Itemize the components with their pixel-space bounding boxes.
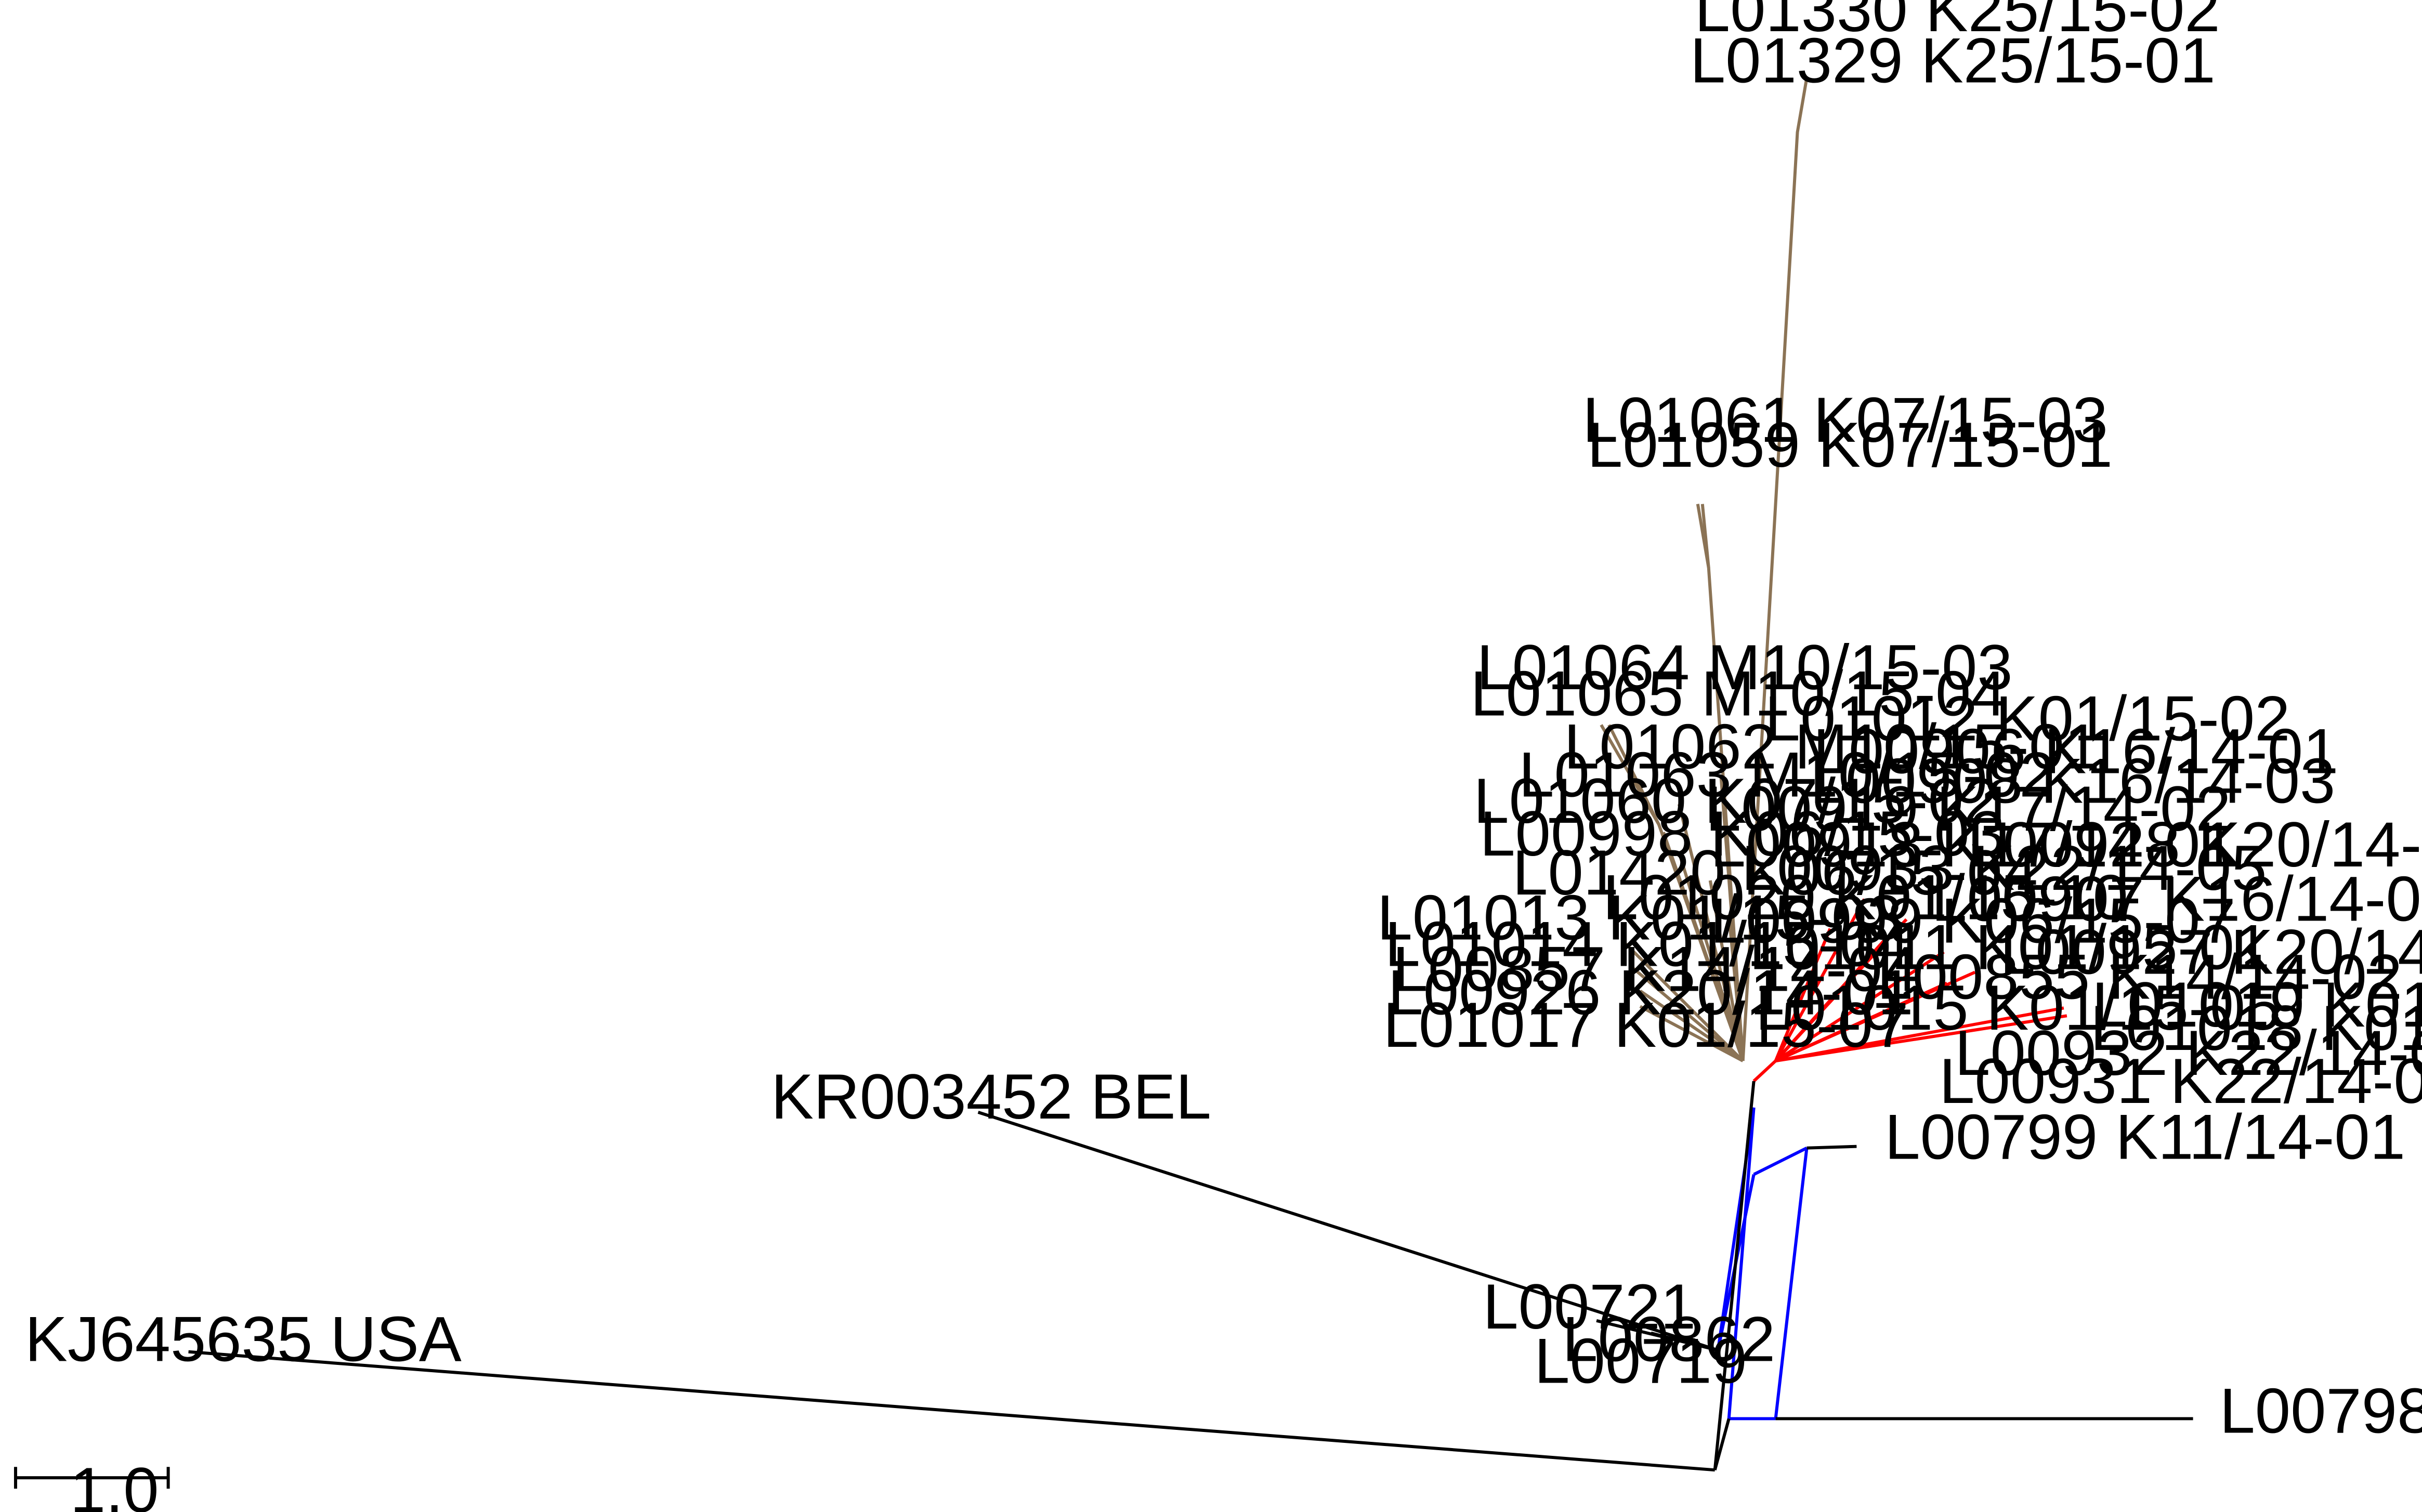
tip-label-L00906: L00906 K16/14-01	[1813, 716, 2339, 787]
branch-KR003452	[977, 1111, 1719, 1352]
tip-label-L00919: L00919 K17/14-02	[1706, 773, 2231, 845]
branch-L01015	[1775, 981, 1948, 1062]
tip-label-L01065: L01065 M10/15-04	[1470, 659, 2006, 730]
branch-L00998	[1677, 852, 1745, 1061]
branch-L01065	[1607, 724, 1660, 825]
branch-L00999	[1774, 928, 1832, 1062]
branch-blue-mid	[1727, 1107, 1756, 1419]
tip-label-L01013: L01013 K01/15-03	[1377, 883, 1903, 954]
scale-bar-label: 1.0	[70, 1455, 159, 1512]
tip-labels: L01330 K25/15-02 L01329 K25/15-01 L01061…	[25, 0, 2422, 1447]
tip-label-L01330: L01330 K25/15-02	[1695, 0, 2220, 45]
clade-red-branches	[1752, 898, 2067, 1083]
branch-KJ645635	[188, 1350, 1715, 1472]
tip-label-L00721: L00721	[1483, 1271, 1696, 1343]
branch-L01018	[1775, 1014, 2067, 1063]
tip-label-L00857: L00857 K14/14-04	[1393, 934, 1918, 1005]
tip-label-KR003452: KR003452 BEL	[771, 1061, 1211, 1133]
branch-L01014	[1631, 966, 1744, 1062]
branch-root-stem	[1713, 1081, 1756, 1470]
scale-bar	[14, 1467, 170, 1489]
tip-label-L01011: L01011 K01/15-01	[1749, 912, 2270, 983]
tip-label-L00932: L00932 K22/14-04	[1955, 1018, 2422, 1089]
tip-label-L00719: L00719	[1534, 1326, 1747, 1397]
branch-L00926	[1639, 1005, 1744, 1062]
branch-L00862	[1651, 1331, 1719, 1352]
tip-label-L00855: L00855 K14/14-02	[1877, 941, 2402, 1013]
tip-label-L00908: L00908 K16/14-03	[1810, 745, 2336, 817]
tip-label-L01061: L01061 K07/15-03	[1582, 385, 2108, 456]
tip-label-L00927: L00927 K20/14-02	[2000, 917, 2422, 988]
branch-L00855	[1774, 951, 1945, 1062]
tip-label-L01329: L01329 K25/15-01	[1690, 25, 2216, 97]
branch-L01013	[1623, 941, 1744, 1062]
tip-label-L00862: L00862	[1562, 1304, 1775, 1375]
branch-L00857	[1639, 989, 1744, 1062]
branch-L01020	[1727, 914, 1745, 1061]
clade-brown-branches	[1600, 77, 1809, 1062]
branch-root-junction	[1713, 1418, 1731, 1470]
tip-label-L01014: L01014 K01/15-04	[1385, 909, 1910, 980]
tip-label-L01420: L01420 K06/15-04	[1512, 837, 2038, 909]
tip-label-L00799: L00799 K11/14-01	[1884, 1102, 2405, 1173]
branch-L01012	[1774, 898, 1866, 1062]
branch-L01330-L01329	[1741, 77, 1809, 1061]
tip-label-L00998: L00998 K06/15-03	[1480, 798, 2005, 870]
tip-label-L01062: L01062 M10/15-01	[1564, 712, 2100, 783]
tip-label-L01059: L01059 K07/15-01	[1587, 410, 2113, 481]
branch-blue-long	[1774, 1148, 1809, 1419]
tip-label-L01018: L01018 K01/15-08	[2090, 993, 2422, 1064]
tip-label-L00798: L00798 K11/14-02	[2220, 1375, 2422, 1447]
tip-label-KJ645635: KJ645635 USA	[25, 1304, 462, 1375]
branch-L01011	[1774, 935, 1889, 1062]
branch-L01063	[1677, 804, 1745, 1061]
tip-label-L00999: L00999 K06/15-07	[1710, 886, 2236, 957]
tip-label-L01019: L01019 K01/15-09	[2092, 969, 2422, 1041]
tip-label-L00931: L00931 K22/14-03	[1939, 1046, 2422, 1117]
tip-label-L00918: L00918 K17/14-01	[1710, 809, 2236, 880]
branch-L00799	[1806, 1145, 1857, 1150]
tip-label-L01060: L01060 K07/15-02	[1473, 766, 1999, 837]
tip-label-L01015: L01015 K01/15-05	[1756, 972, 2281, 1044]
tip-label-L00926: L00926 K20/14-01	[1388, 957, 1914, 1028]
tip-label-L00933: L00933 K22/14-05	[1742, 833, 2267, 904]
branch-blue-fork	[1753, 1147, 1808, 1176]
tip-label-L00907: L00907 K16/14-02	[1931, 864, 2422, 935]
tip-label-L00928: L00928 K20/14-03	[1967, 809, 2422, 880]
root-branches	[188, 1081, 2193, 1472]
tip-label-L01017: L01017 K01/15-07	[1383, 990, 1909, 1061]
tip-label-L01012: L01012 K01/15-02	[1765, 683, 2290, 755]
branch-L01059	[1700, 504, 1710, 568]
branch-red-stem	[1752, 1059, 1777, 1083]
branch-L01420	[1708, 880, 1745, 1061]
tip-label-L01063: L01063 M10/15-02	[1518, 739, 2054, 810]
tip-label-L01064: L01064 M10/15-03	[1476, 632, 2012, 703]
tip-label-L01020: L01020 K01/15-10	[1603, 862, 2128, 934]
